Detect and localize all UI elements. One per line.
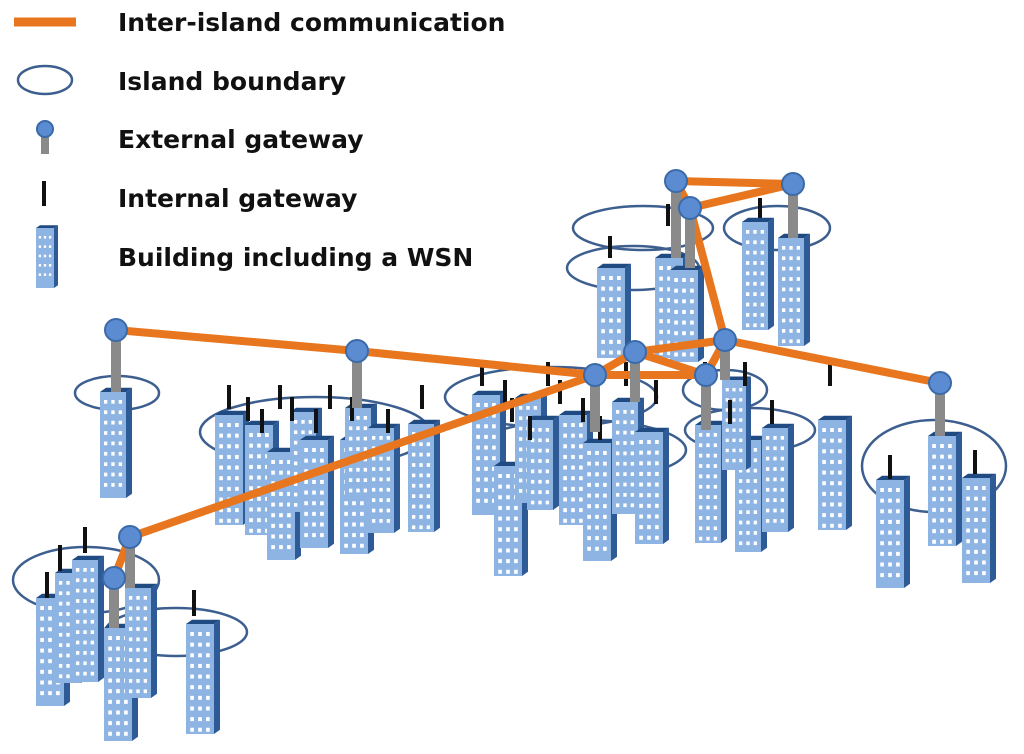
building-icon — [818, 415, 852, 530]
building-icon — [722, 376, 751, 470]
building-icon — [876, 475, 910, 588]
building-icon — [962, 473, 996, 583]
building-icon — [408, 419, 440, 532]
external-gateway-icon — [713, 328, 737, 380]
external-gateway-icon — [928, 371, 952, 436]
building-icon — [612, 397, 644, 514]
legend-gateway-icon — [36, 120, 54, 138]
external-gateway-icon — [694, 363, 718, 430]
building-icon — [186, 619, 220, 734]
building-icon — [928, 431, 962, 546]
legend-label-building-including-wsn: Building including a WSN — [118, 243, 474, 272]
external-gateway-icon — [678, 196, 702, 268]
legend-island-icon — [16, 64, 74, 96]
building-icon — [368, 423, 400, 533]
external-gateway-icon — [583, 363, 607, 432]
building-icon — [100, 387, 132, 498]
building-icon — [300, 435, 334, 548]
inter-island-link — [721, 336, 944, 387]
legend-icons — [14, 17, 76, 288]
external-gateway-icon — [781, 172, 805, 238]
building-icon — [597, 263, 631, 358]
inter-island-link — [672, 177, 797, 212]
external-gateway-icon — [118, 525, 142, 588]
legend-label-external-gateway: External gateway — [118, 125, 364, 154]
legend-label-internal-gateway: Internal gateway — [118, 184, 358, 213]
island-boundary — [571, 204, 715, 252]
building-icon — [583, 438, 617, 561]
external-gateway-icon — [664, 169, 688, 258]
external-gateway-icon — [102, 566, 126, 628]
external-gateway-icon — [345, 339, 369, 408]
island-boundary — [722, 204, 832, 252]
islands-layer — [11, 204, 1008, 658]
building-icon — [125, 583, 157, 698]
external-gateways-layer — [102, 169, 952, 628]
buildings-layer — [36, 198, 996, 741]
building-icon — [527, 415, 559, 510]
building-icon — [742, 217, 774, 330]
legend-label-island-boundary: Island boundary — [118, 67, 347, 96]
external-gateway-icon — [623, 340, 647, 402]
external-gateway-icon — [104, 318, 128, 392]
building-icon — [778, 233, 810, 346]
legend-gateway-pole — [41, 130, 49, 154]
building-icon — [762, 423, 794, 532]
legend-building-icon — [36, 225, 58, 288]
legend-label-inter-island-communication: Inter-island communication — [118, 8, 506, 37]
building-icon — [72, 555, 104, 682]
building-icon — [635, 427, 669, 544]
inter-island-link — [686, 204, 729, 344]
